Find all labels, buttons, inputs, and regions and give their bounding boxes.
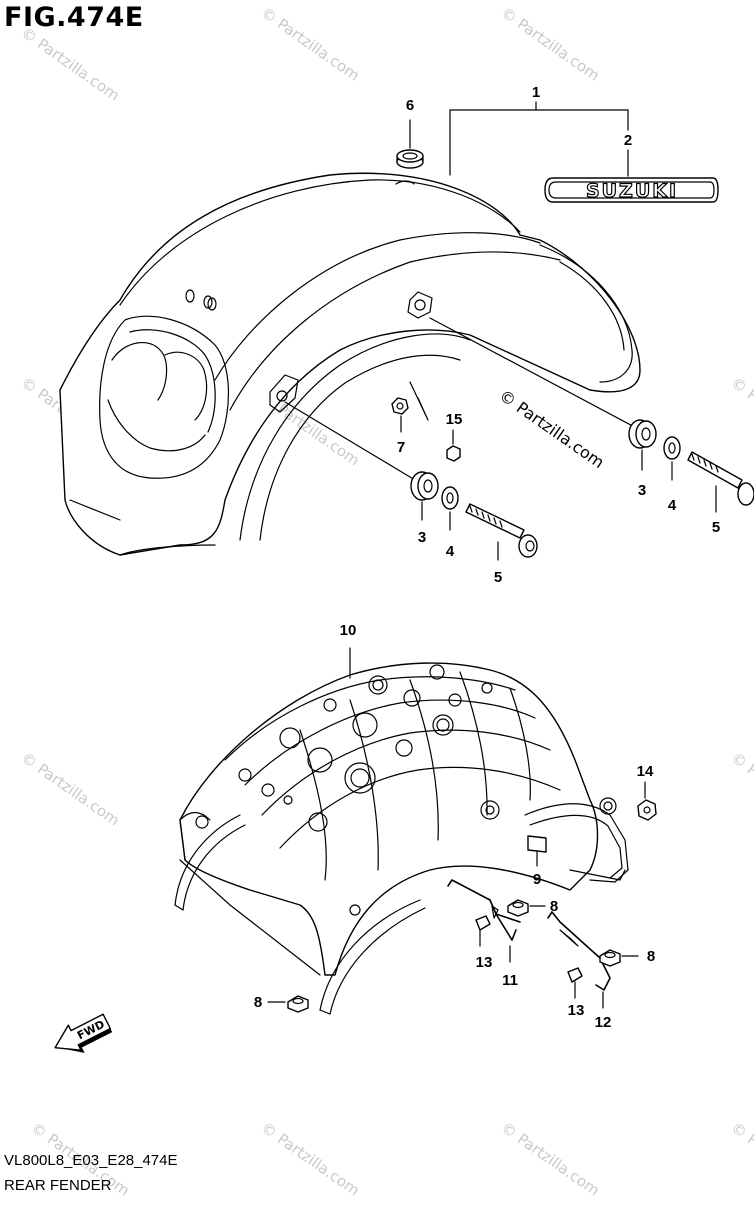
callout-9: 9	[533, 871, 541, 888]
callout-3-left: 3	[418, 529, 426, 546]
emblem-text: SUZUKI	[586, 180, 678, 202]
figure-code: VL800L8_E03_E28_474E	[4, 1152, 178, 1169]
watermark-text: © Partzilla.com	[728, 1119, 754, 1200]
callout-8-b: 8	[647, 948, 655, 965]
callout-14: 14	[637, 763, 654, 780]
part-7-nut	[391, 397, 409, 433]
callout-12: 12	[595, 1014, 612, 1031]
callout-10: 10	[340, 622, 357, 639]
callout-6: 6	[406, 97, 414, 114]
part-2-emblem: SUZUKI	[544, 149, 719, 203]
callout-numbers: 1 2 6 7 15 3 4 5 3 4 5 10 14 9 8 8 8 13 …	[254, 84, 720, 1031]
callout-2: 2	[624, 132, 632, 149]
part-11-wire	[447, 879, 521, 963]
callout-13-b: 13	[568, 1002, 585, 1019]
callout-11: 11	[502, 972, 518, 989]
callout-8-a: 8	[550, 898, 558, 915]
watermark-text: © Partzilla.com	[258, 4, 363, 85]
rear-fender	[59, 172, 641, 556]
watermark-text: © Partzilla.com	[18, 749, 123, 830]
watermark-text: © Partzilla.com	[18, 24, 123, 105]
figure-name: REAR FENDER	[4, 1177, 112, 1194]
part-8-nuts	[267, 899, 639, 1013]
watermark-text: © Partzilla.com	[728, 749, 754, 830]
part-15-nut	[446, 429, 461, 462]
part-9-pad	[527, 835, 547, 867]
inner-fender	[174, 647, 629, 1015]
callout-3-right: 3	[638, 482, 646, 499]
callout-5-left: 5	[494, 569, 502, 586]
part-12-wire	[547, 911, 611, 1009]
watermark-text: © Partzilla.com	[498, 4, 603, 85]
watermark-text: © Partzilla.com	[258, 1119, 363, 1200]
callout-4-right: 4	[668, 497, 677, 514]
callout-13-a: 13	[476, 954, 493, 971]
watermark-text: © Partzilla.com	[498, 1119, 603, 1200]
part-14-nut	[637, 781, 657, 821]
part-13-clips	[475, 915, 583, 999]
watermark-dark: © Partzilla.com	[496, 386, 608, 472]
right-bolt-set	[628, 419, 754, 513]
part-6-grommet	[396, 119, 424, 169]
callout-8-c: 8	[254, 994, 262, 1011]
callout-4-left: 4	[446, 543, 455, 560]
fwd-arrow: FWD	[54, 1013, 113, 1053]
callout-5-right: 5	[712, 519, 720, 536]
guide-lines	[284, 101, 641, 481]
callout-7: 7	[397, 439, 405, 456]
callout-15: 15	[446, 411, 463, 428]
left-bolt-set	[410, 471, 538, 561]
callout-1: 1	[532, 84, 540, 101]
figure-title: FIG.474E	[4, 2, 144, 33]
watermark-text: © Partzilla.com	[728, 374, 754, 455]
